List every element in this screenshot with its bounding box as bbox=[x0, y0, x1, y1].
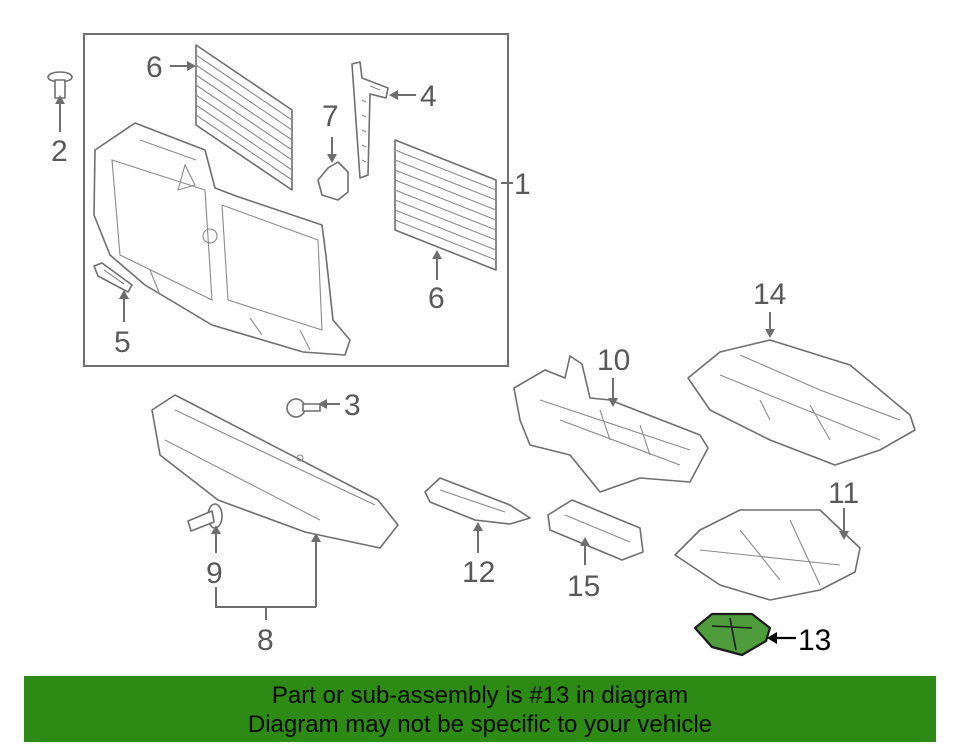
bolt-9 bbox=[187, 503, 223, 532]
deflector-12 bbox=[424, 477, 531, 525]
seal bbox=[317, 161, 349, 201]
clip bbox=[93, 262, 133, 293]
push-pin bbox=[47, 71, 73, 99]
air-deflector bbox=[151, 394, 399, 549]
callout-10: 10 bbox=[597, 344, 630, 377]
banner-line-1: Part or sub-assembly is #13 in diagram bbox=[271, 682, 689, 709]
callout-3: 3 bbox=[344, 389, 361, 422]
callout-numbers: 1 2 3 4 5 6 6 7 8 9 10 11 12 13 14 15 bbox=[51, 51, 859, 657]
callout-8: 8 bbox=[257, 624, 274, 657]
radiator-support-frame bbox=[93, 122, 351, 356]
callout-5: 5 bbox=[114, 326, 131, 359]
lower-shutter bbox=[394, 139, 497, 271]
undercover bbox=[687, 339, 916, 466]
callout-6-upper: 6 bbox=[146, 51, 163, 84]
banner-line-2: Diagram may not be specific to your vehi… bbox=[247, 711, 713, 738]
plate-15 bbox=[547, 499, 644, 561]
highlighted-part-13 bbox=[693, 612, 772, 657]
callout-1: 1 bbox=[514, 168, 531, 201]
splash-shield bbox=[513, 355, 709, 493]
assembly-box bbox=[83, 33, 509, 367]
upper-shutter bbox=[195, 44, 293, 191]
callout-6-lower: 6 bbox=[428, 282, 445, 315]
callout-14: 14 bbox=[753, 278, 786, 311]
callout-15: 15 bbox=[567, 570, 600, 603]
bracket bbox=[351, 61, 389, 179]
shield-11 bbox=[674, 509, 861, 601]
callout-12: 12 bbox=[462, 556, 495, 589]
callout-2: 2 bbox=[51, 135, 68, 168]
bolt bbox=[286, 398, 321, 418]
callout-4: 4 bbox=[420, 80, 437, 113]
callout-9: 9 bbox=[206, 557, 223, 590]
callout-7: 7 bbox=[322, 100, 339, 133]
callout-13: 13 bbox=[798, 624, 831, 657]
callout-11: 11 bbox=[828, 477, 859, 510]
info-banner: Part or sub-assembly is #13 in diagram D… bbox=[24, 676, 936, 742]
arrowheads bbox=[55, 61, 849, 644]
